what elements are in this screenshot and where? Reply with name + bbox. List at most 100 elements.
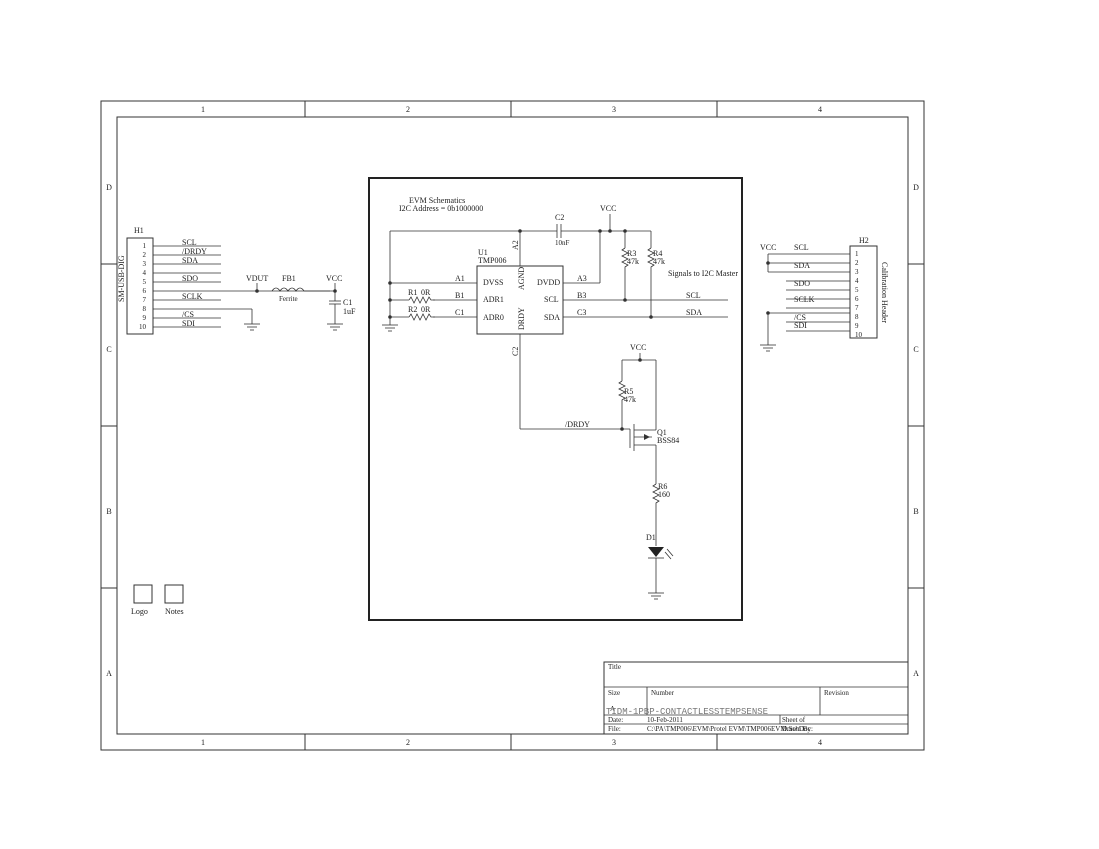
ground-icon xyxy=(648,592,664,600)
led-icon xyxy=(648,547,674,560)
svg-text:10: 10 xyxy=(139,323,147,331)
row-label: A xyxy=(913,669,919,678)
svg-text:10: 10 xyxy=(855,331,863,339)
svg-text:8: 8 xyxy=(143,305,147,313)
u1-ic: U1 TMP006 DVSS ADR1 ADR0 DVDD SCL SDA AG… xyxy=(455,240,587,356)
d1-ref: D1 xyxy=(646,533,656,542)
logo-placeholder: Logo xyxy=(131,584,153,616)
svg-text:B1: B1 xyxy=(455,291,464,300)
q1-ref: Q1 xyxy=(657,428,667,437)
svg-text:SDI: SDI xyxy=(182,319,195,328)
fb1-ref: FB1 xyxy=(282,274,296,283)
u1-part: TMP006 xyxy=(478,256,506,265)
row-label: D xyxy=(106,183,112,192)
vcc-label: VCC xyxy=(630,343,646,352)
file-label: File: xyxy=(608,725,621,733)
svg-text:SCL: SCL xyxy=(794,243,809,252)
fb1-value: Ferrite xyxy=(279,295,298,303)
svg-text:9: 9 xyxy=(855,322,859,330)
evm-header-notes: EVM Schematics I2C Address = 0b1000000 xyxy=(399,196,483,213)
file-value: C:\PA\TMP006\EVM\Protel EVM\TMP006EVM.Sc… xyxy=(647,725,810,733)
h2-part: Calibration Header xyxy=(880,262,889,323)
row-label: C xyxy=(913,345,918,354)
svg-text:SCLK: SCLK xyxy=(794,295,815,304)
ferrite-icon xyxy=(271,287,305,292)
col-label: 3 xyxy=(612,105,616,114)
svg-text:8: 8 xyxy=(855,313,859,321)
col-label: 1 xyxy=(201,738,205,747)
col-label: 2 xyxy=(406,738,410,747)
r3-ref: R3 xyxy=(627,249,636,258)
led-driver: VCC R5 47k Q1 BSS84 R6 160 xyxy=(618,343,679,600)
u1-wiring: R1 0R R2 0R C2 10nF VCC R3 47k R4 47k Si… xyxy=(382,204,738,431)
resistor-icon xyxy=(652,483,660,507)
svg-text:B3: B3 xyxy=(577,291,586,300)
svg-text:6: 6 xyxy=(855,295,859,303)
vcc-label: VCC xyxy=(600,204,616,213)
svg-text:VCC: VCC xyxy=(760,243,776,252)
svg-text:A3: A3 xyxy=(577,274,587,283)
q1-part: BSS84 xyxy=(657,436,679,445)
svg-text:/DRDY: /DRDY xyxy=(182,247,207,256)
capacitor-icon xyxy=(329,300,341,305)
col-label: 4 xyxy=(818,105,822,114)
svg-text:7: 7 xyxy=(855,304,859,312)
row-label: C xyxy=(106,345,111,354)
svg-text:C1: C1 xyxy=(455,308,464,317)
sheet-frame xyxy=(100,100,925,751)
svg-text:3: 3 xyxy=(143,260,147,268)
ground-icon xyxy=(244,323,260,331)
date-label: Date: xyxy=(608,716,623,724)
svg-text:/CS: /CS xyxy=(794,313,806,322)
r5-ref: R5 xyxy=(624,387,633,396)
svg-text:2: 2 xyxy=(143,251,147,259)
svg-text:DVDD: DVDD xyxy=(537,278,560,287)
c1-value: 1uF xyxy=(343,307,356,316)
ground-icon xyxy=(382,324,398,332)
resistor-icon xyxy=(621,247,629,271)
svg-text:SCL: SCL xyxy=(544,295,559,304)
svg-text:SDO: SDO xyxy=(794,279,810,288)
revision-label: Revision xyxy=(824,689,849,697)
r3-value: 47k xyxy=(627,257,639,266)
h1-net-labels: SCL /DRDY SDA SDO SCLK /CS SDI xyxy=(182,238,207,328)
col-label: 4 xyxy=(818,738,822,747)
svg-text:ADR1: ADR1 xyxy=(483,295,504,304)
h1-ref: H1 xyxy=(134,226,144,235)
title-label: Title xyxy=(608,663,621,671)
evm-border xyxy=(368,177,743,621)
row-label: D xyxy=(913,183,919,192)
c1-ref: C1 xyxy=(343,298,352,307)
number-label: Number xyxy=(651,689,675,697)
c2-ref: C2 xyxy=(555,213,564,222)
r6-ref: R6 xyxy=(658,482,667,491)
vcc-label: VCC xyxy=(326,274,342,283)
column-labels-top: 1 2 3 4 xyxy=(201,105,822,114)
svg-text:4: 4 xyxy=(143,269,147,277)
svg-text:1: 1 xyxy=(855,250,859,258)
mosfet-icon xyxy=(629,424,657,451)
ground-icon xyxy=(327,323,343,331)
vdut-label: VDUT xyxy=(246,274,268,283)
c2-value: 10nF xyxy=(555,239,570,247)
svg-text:SDI: SDI xyxy=(794,321,807,330)
power-chain: VDUT FB1 Ferrite VCC C1 1uF xyxy=(246,274,356,331)
notes-label: Notes xyxy=(165,607,184,616)
svg-text:C3: C3 xyxy=(577,308,586,317)
date-value: 10-Feb-2011 xyxy=(647,716,683,724)
h1-part: SM-USB-DIG xyxy=(117,255,126,302)
evm-title: EVM Schematics xyxy=(409,196,465,205)
resistor-icon xyxy=(408,296,435,304)
resistor-icon xyxy=(618,380,626,404)
h2-net-labels: VCC SCL SDA SDO SCLK /CS SDI xyxy=(760,243,815,330)
logo-label: Logo xyxy=(131,607,148,616)
svg-text:/CS: /CS xyxy=(182,310,194,319)
u1-ref: U1 xyxy=(478,248,488,257)
col-label: 1 xyxy=(201,105,205,114)
svg-text:9: 9 xyxy=(143,314,147,322)
row-label: B xyxy=(913,507,918,516)
row-label: B xyxy=(106,507,111,516)
h1-pin-numbers: 1 2 3 4 5 6 7 8 9 10 xyxy=(139,242,147,331)
svg-text:A2: A2 xyxy=(511,240,520,250)
svg-text:5: 5 xyxy=(143,278,147,286)
